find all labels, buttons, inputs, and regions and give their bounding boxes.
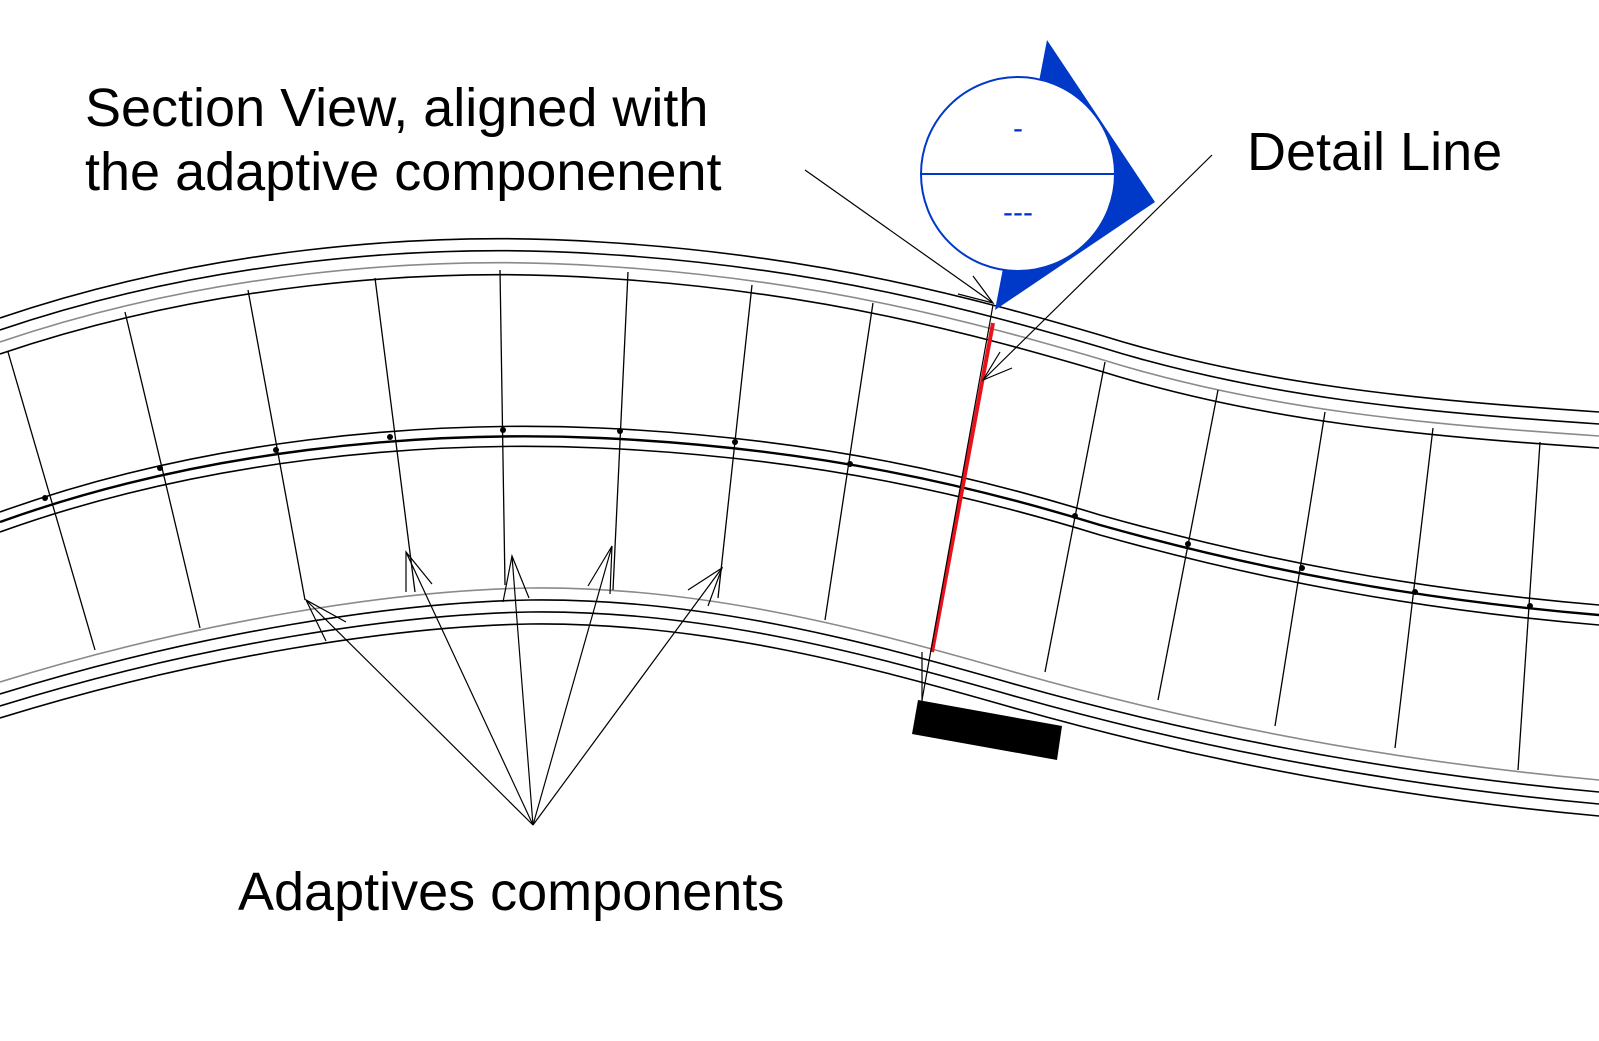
leader-arrowhead [304,598,347,642]
detail-line-label: Detail Line [1247,122,1503,182]
division-line [1394,427,1434,749]
adaptive-point [42,495,48,501]
adaptive-point [273,447,279,453]
section-head-marker: - --- [920,40,1155,310]
adaptive-point [732,439,738,445]
leader-arrowhead [502,553,530,603]
lower-edge-line-3 [0,611,1599,805]
adaptive-point [1412,589,1418,595]
leader-line [532,567,723,826]
adaptive-components-leaders [304,545,724,826]
lower-edge-outer-line [0,623,1599,817]
leader-arrowhead [981,351,1013,382]
section-view-label: Section View, aligned with the adaptive … [85,76,721,204]
leader-line [532,545,613,826]
leader-line [305,599,534,826]
adaptive-point [500,427,506,433]
adaptive-point [1527,603,1533,609]
detail-line-leader [981,154,1213,382]
adaptive-component-divisions [7,269,1541,771]
leader-arrowhead [405,550,433,592]
upper-edge-outer-line [0,237,1599,413]
lower-edge-inner-line [0,587,1599,781]
section-view-label-line-2: the adaptive componenent [85,142,722,202]
adaptive-point [617,428,623,434]
section-view-leader [804,169,995,305]
section-tail-bar [912,700,1062,760]
adaptive-points [42,427,1533,609]
leader-line [405,551,534,826]
adaptive-point [1299,565,1305,571]
adaptive-point [1185,541,1191,547]
adaptive-components-label: Adaptives components [238,862,785,922]
middle-line-1 [0,425,1599,606]
adaptive-point [387,434,393,440]
division-line [124,311,201,629]
middle-line-2 [0,435,1599,617]
section-tag-top-text: - [1013,112,1023,145]
leader-arrowhead [687,566,724,607]
adaptive-point [847,461,853,467]
upper-edge-line-3 [0,261,1599,437]
leader-line [982,154,1213,381]
leader-line [511,555,534,826]
adaptive-point [157,465,163,471]
adaptive-point [1072,513,1078,519]
division-line [7,351,96,651]
leader-arrowhead [587,545,613,595]
section-tag-bottom-text: --- [1003,196,1033,229]
division-line [247,289,306,601]
curved-band [0,237,1599,817]
section-line [921,304,994,701]
upper-edge-inner-line [0,273,1599,449]
leader-line [804,169,994,304]
detail-line [930,322,995,653]
lower-edge-line-2 [0,599,1599,793]
upper-edge-line-2 [0,249,1599,425]
middle-line-3 [0,445,1599,626]
leader-arrowhead [957,275,995,305]
division-line [374,277,416,593]
section-view-label-line-1: Section View, aligned with [85,78,709,138]
